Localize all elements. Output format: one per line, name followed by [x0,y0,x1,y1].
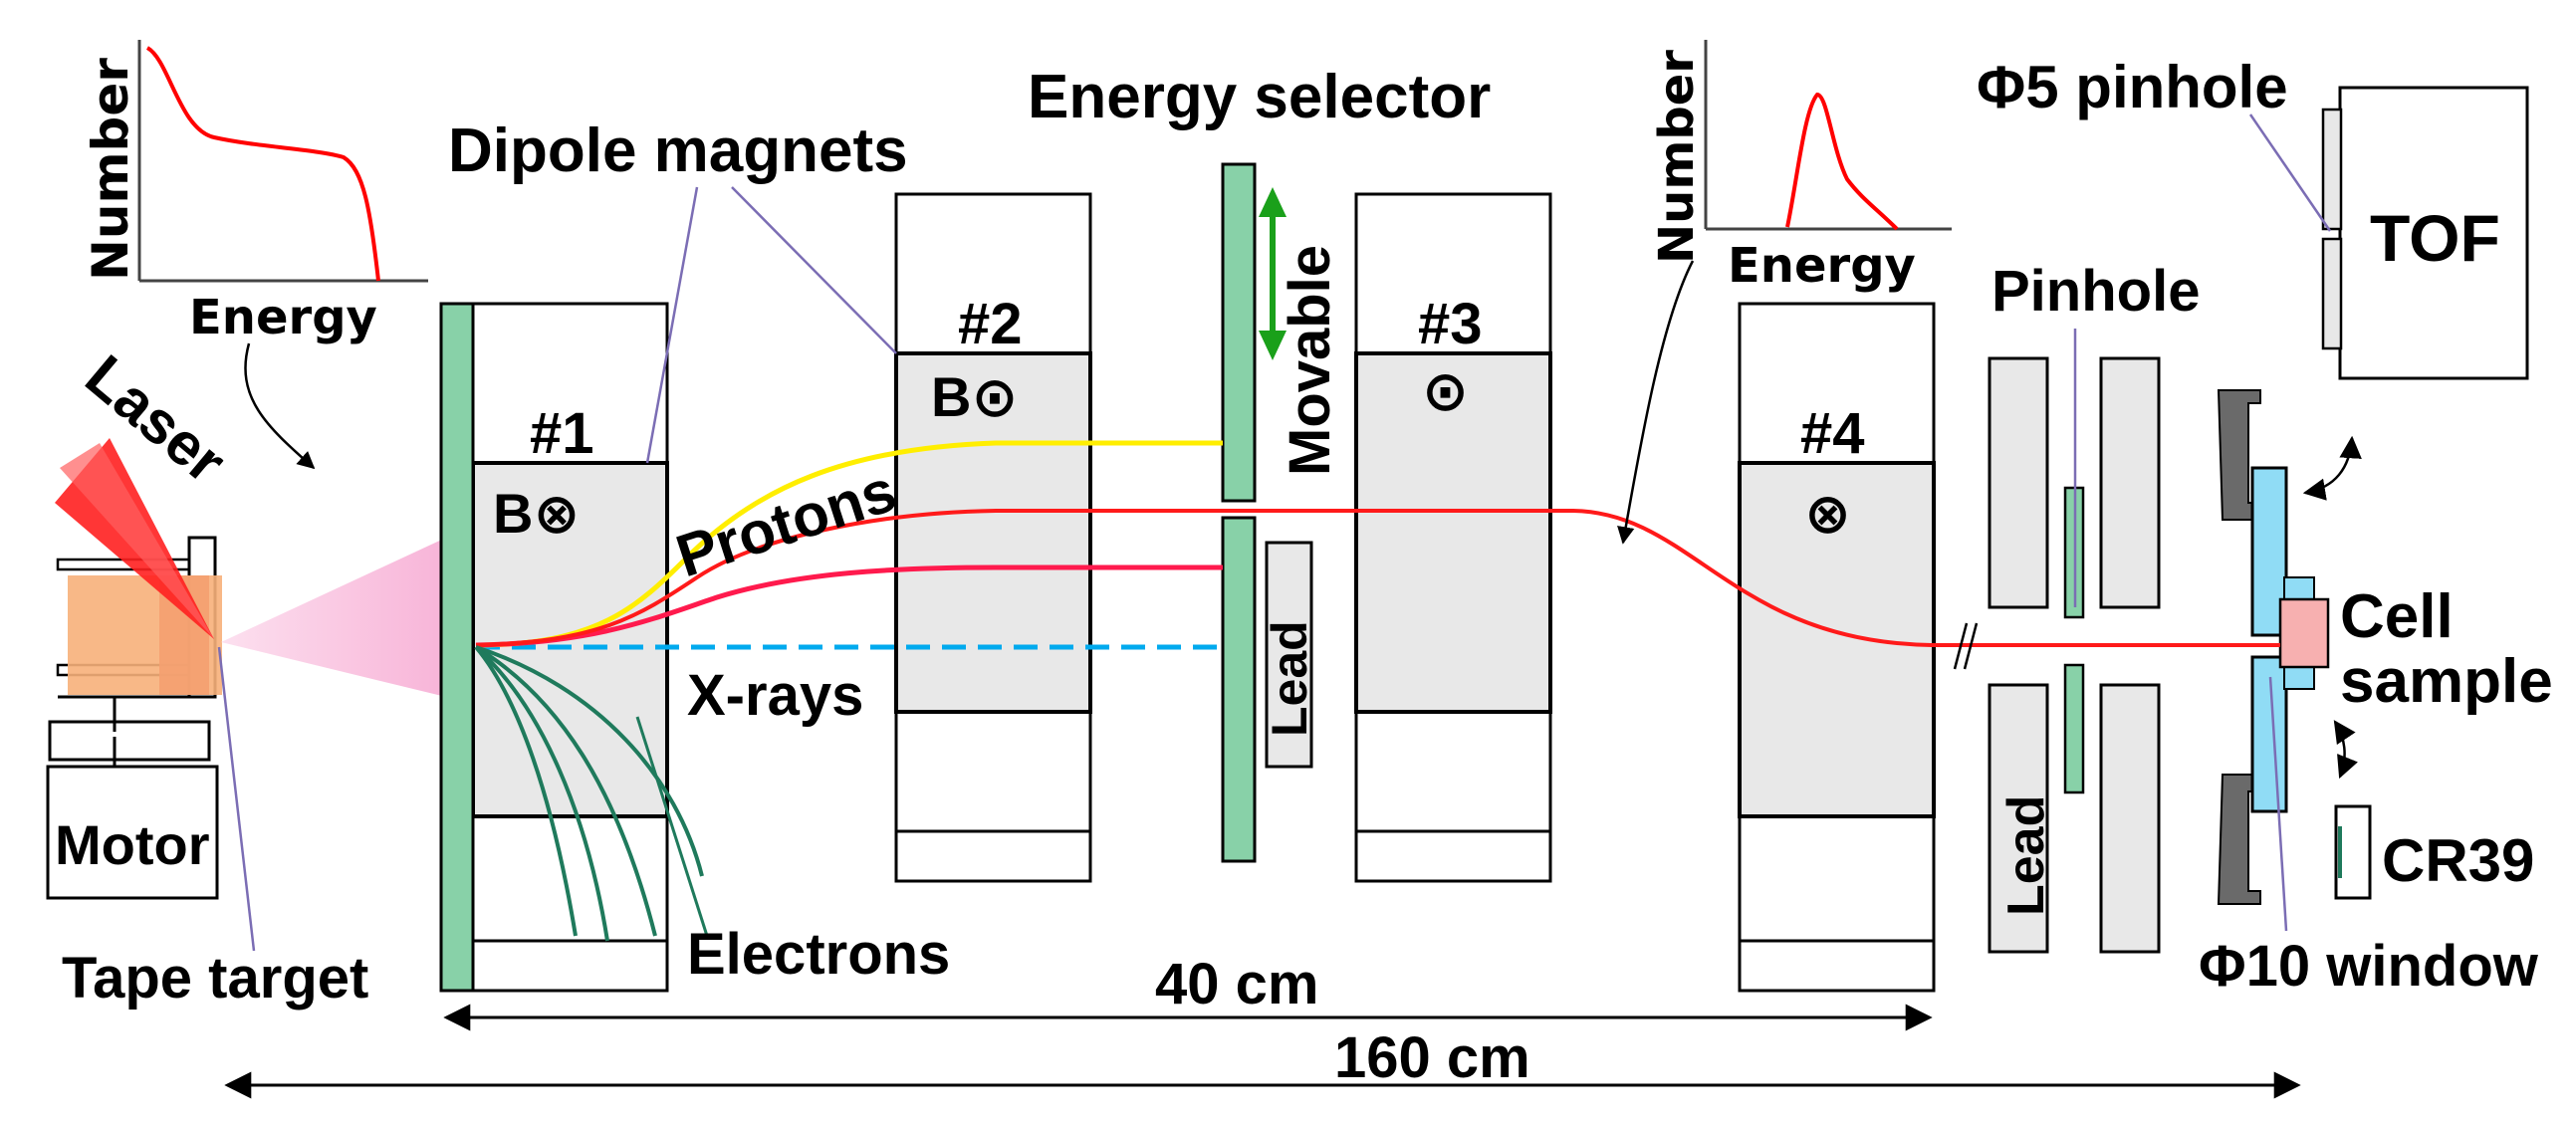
selector-lead-block [1265,541,1313,769]
dipole-magnet-2: #2 B⊙ [894,192,1092,883]
proton-cone [221,538,446,697]
electron-path-3 [475,645,704,877]
inset2-to-beam-arrow [1617,260,1695,545]
tof-label: TOF [2370,201,2500,275]
sample-chamber: Cell sample CR39 Φ10 window [2199,389,2553,999]
rotate-arrow-upper [2302,435,2362,501]
lead-bottom-label: Lead [1997,795,2055,916]
inset1-xlabel: Energy [189,290,377,345]
magnet-3-field: ⊙ [1422,359,1469,422]
holder-dark-upper [2217,389,2266,521]
dim-40cm-label: 40 cm [1155,952,1318,1016]
collimator-assembly: Pinhole Lead [1988,259,2200,954]
motor-label: Motor [55,813,210,876]
magnet-4-id: #4 [1800,401,1865,466]
magnet-2-field: B⊙ [931,365,1018,428]
selector-lead-label: Lead [1262,620,1317,737]
spectrum-inset-2: Number Energy [1617,40,1952,545]
phi10-window-leader [2268,676,2288,932]
dipole-magnet-3: #3 ⊙ [1354,192,1552,883]
electron-path-4 [474,645,609,942]
cell-sample-label-2: sample [2340,647,2553,716]
xrays-label: X-rays [687,663,863,728]
spectrum-curve-peak [1785,92,1899,231]
magnet-2-id: #2 [958,292,1023,356]
motor-box [46,765,219,900]
phi5-pinhole-leader [2248,113,2332,232]
magnet-4-pole [1738,461,1936,818]
dipole-leader-1 [645,186,699,464]
magnet-1-id: #1 [530,401,594,466]
rotate-arrow-lower [2333,720,2358,780]
cell-sample-label-1: Cell [2340,582,2454,651]
dipole-leader-2 [731,186,897,354]
magnet-3-pole [1354,351,1552,714]
phi5-pinhole-label: Φ5 pinhole [1977,54,2288,120]
selector-plate-upper [1221,162,1257,503]
dim-160cm-label: 160 cm [1334,1025,1530,1090]
beam-break-mark [1953,622,1979,670]
dipole-magnet-4: #4 ⊗ [1738,302,1936,993]
tof-box [2338,86,2529,380]
selector-plate-lower [1221,516,1257,863]
window-plate-lower [2250,655,2288,813]
proton-path-low [475,440,1223,648]
cell-sample-block [2278,597,2330,669]
pinhole-label: Pinhole [1991,259,2200,324]
inset1-ylabel: Number [82,58,139,281]
proton-path-selected [475,509,2255,647]
dimension-arrows: 40 cm 160 cm [224,952,2301,1099]
electron-path-1 [474,645,578,937]
inset1-to-cone-arrow [244,342,316,470]
proton-path-high [475,564,1223,648]
magnet-1-field: B⊗ [493,482,580,545]
dipole-magnets-label: Dipole magnets [448,116,908,185]
pinhole-plate-lower [2063,663,2085,794]
spectrum-curve-broad [145,46,380,282]
beam-paths [474,440,2255,942]
magnet-4-field: ⊗ [1804,482,1851,545]
target-assembly: Motor Laser Tape target [46,342,368,1011]
tape-target-leader [217,646,256,952]
phi10-window-label: Φ10 window [2199,934,2539,999]
entrance-plate-green [439,302,475,993]
electrons-leader [635,716,709,937]
tape-target-label: Tape target [62,946,368,1011]
electron-path-2 [474,645,657,937]
magnet-3-id: #3 [1418,292,1483,356]
tof-detector: TOF Φ5 pinhole [1977,54,2529,380]
energy-selector: Lead Movable Energy selector [1028,63,1491,863]
inset2-ylabel: Number [1649,50,1705,264]
spectrum-inset-1: Number Energy [82,40,428,470]
energy-selector-label: Energy selector [1028,63,1491,131]
magnet-2-pole [894,351,1092,714]
cr39-label: CR39 [2382,827,2534,894]
electrons-label: Electrons [687,922,950,987]
movable-label: Movable [1278,245,1342,476]
inset2-xlabel: Energy [1728,238,1916,294]
